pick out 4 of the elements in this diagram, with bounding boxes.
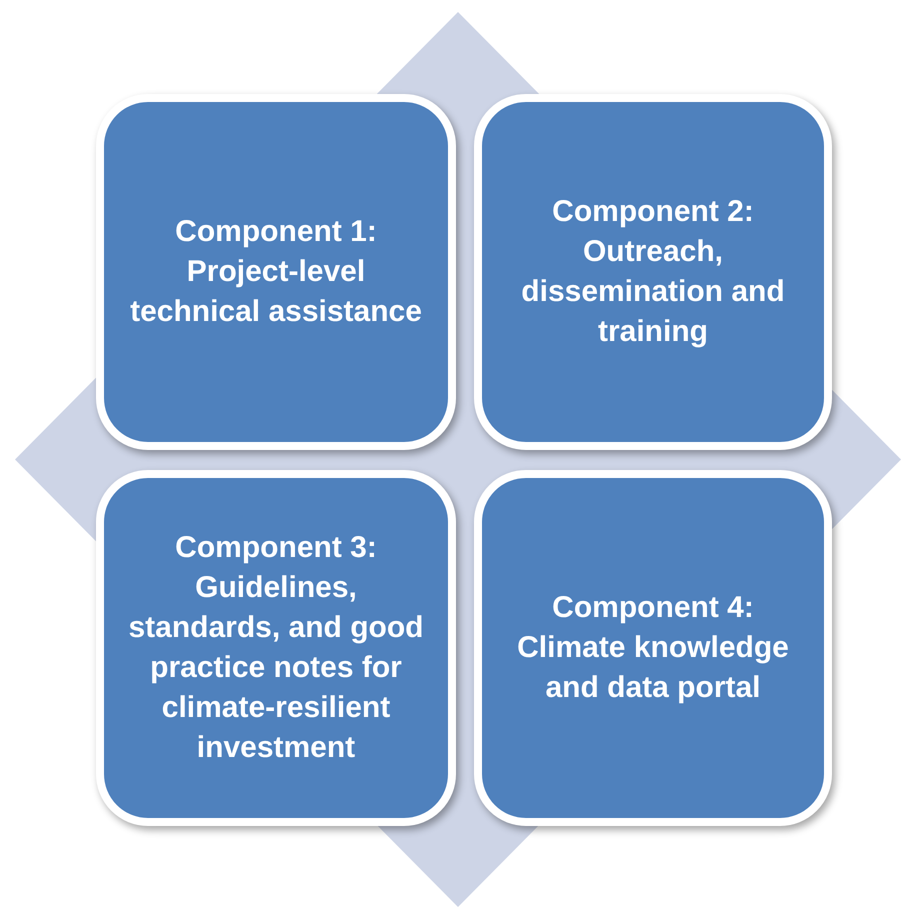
component-title: Component 3: Guidelines, standards, and good practice notes for climate-resilient investment	[127, 530, 425, 766]
component-title: Component 2: Outreach, dissemination and training	[520, 194, 786, 350]
component-title: Component 4: Climate knowledge and data portal	[516, 590, 790, 706]
component-title: Component 1: Project-level technical assistance	[129, 214, 423, 330]
